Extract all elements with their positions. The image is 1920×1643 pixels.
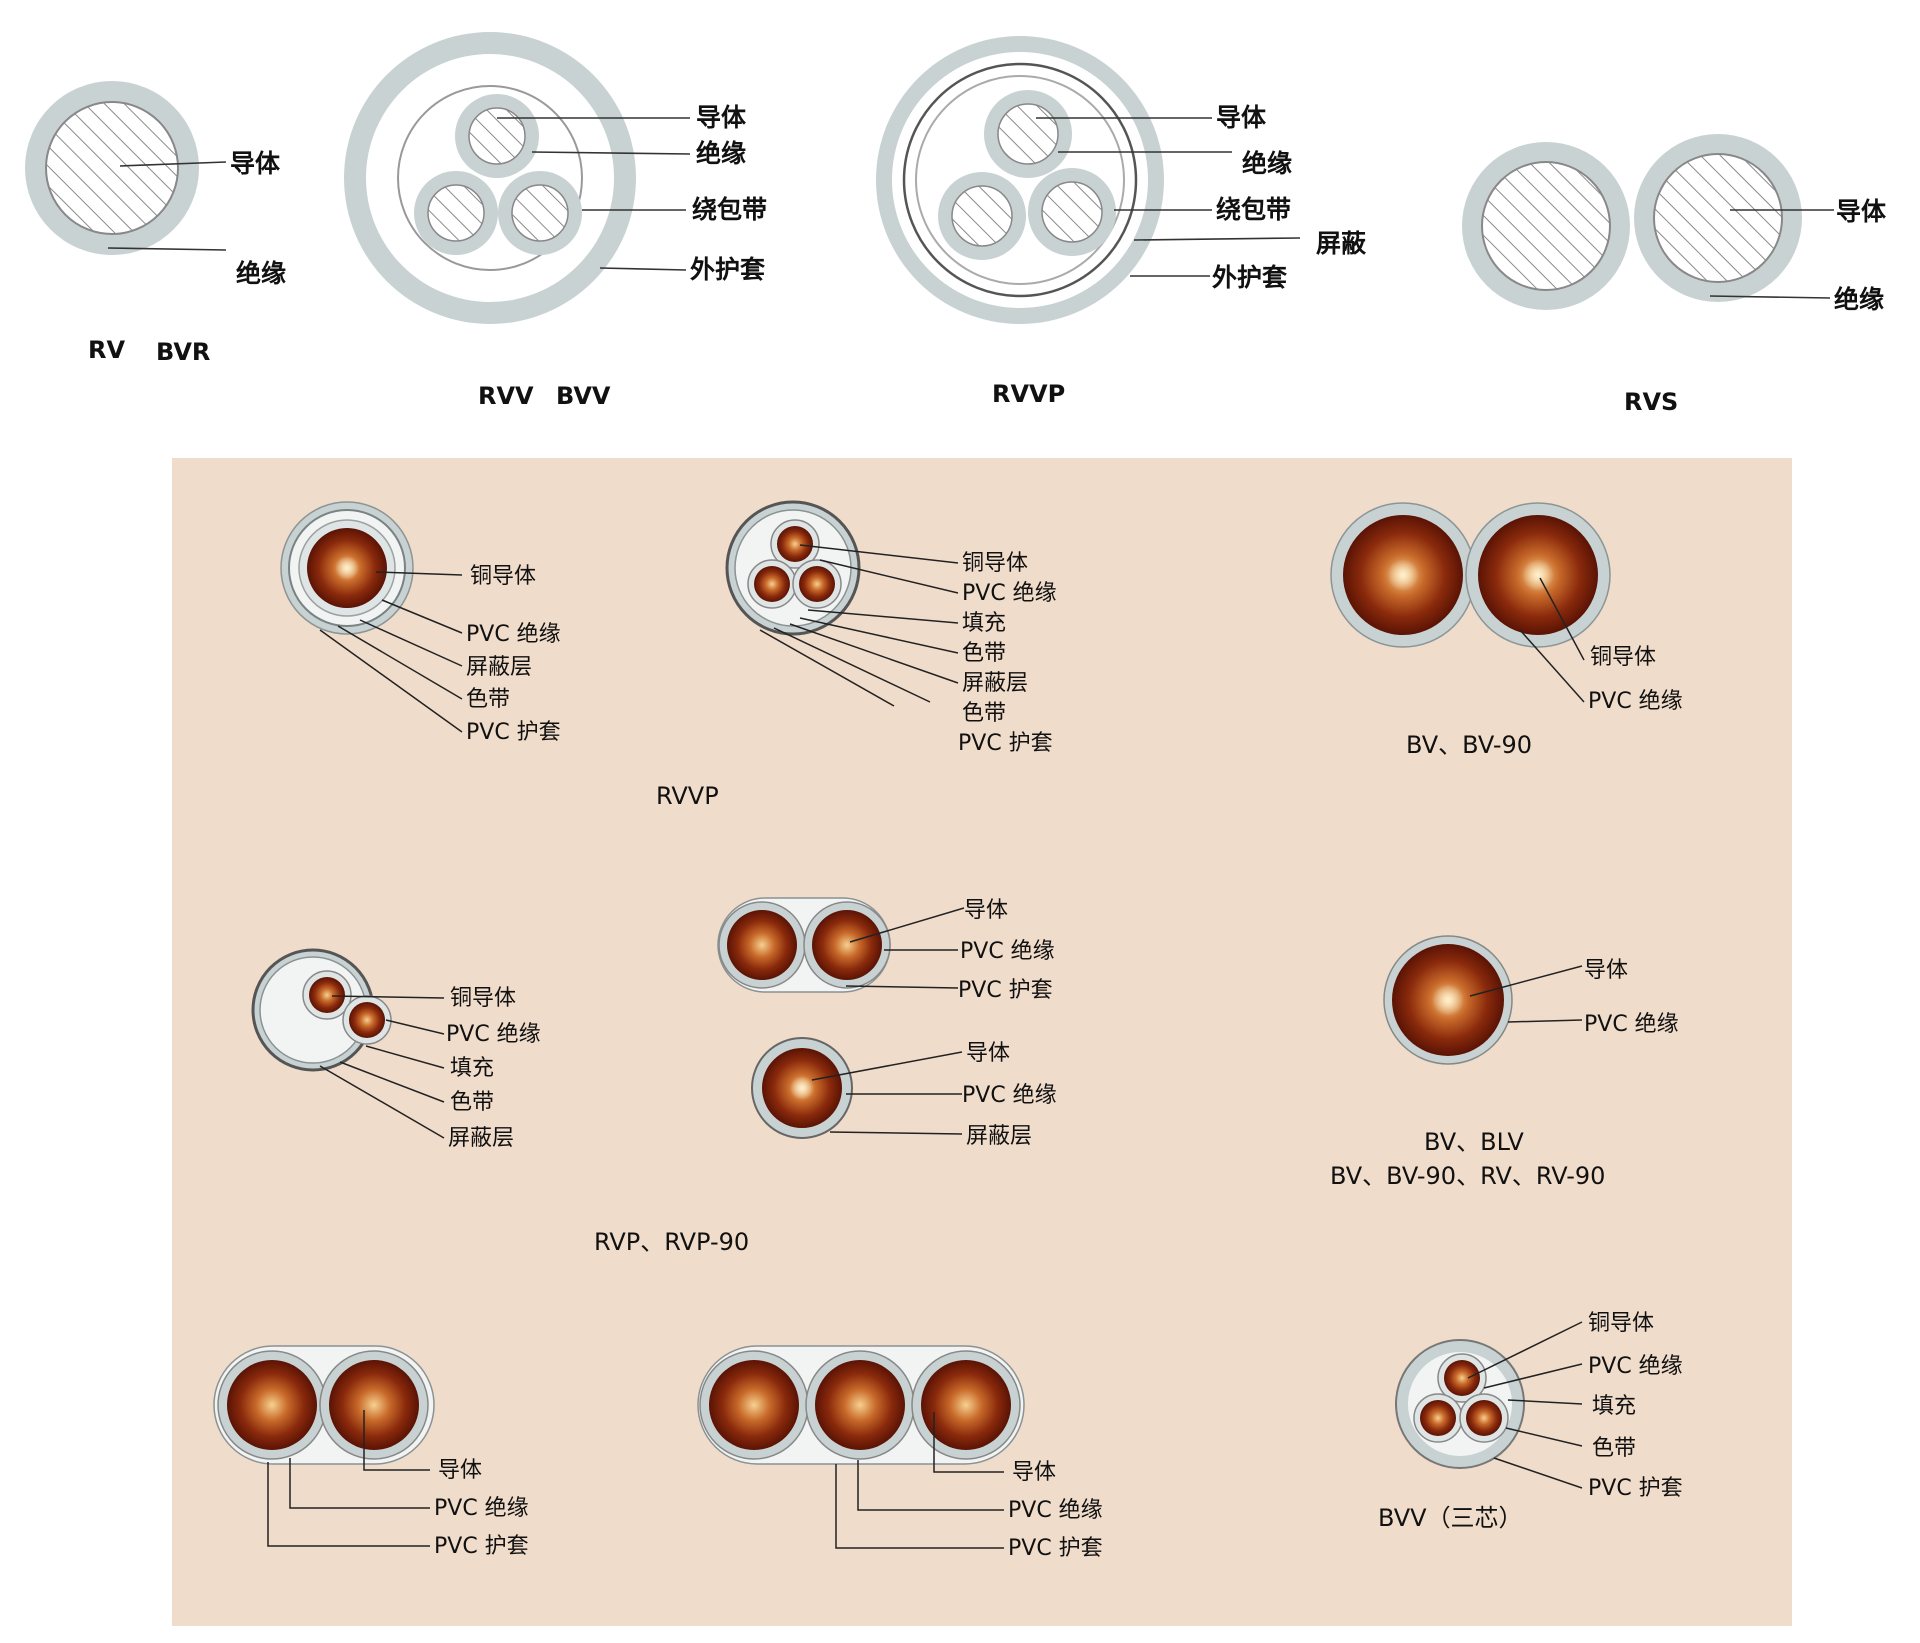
- label-outer-sheath: 外护套: [690, 255, 766, 284]
- rvp-flat-twin-drawing: 导体 PVC 绝缘 PVC 护套: [717, 897, 1055, 1003]
- label-filler: 填充: [1592, 1394, 1636, 1419]
- rvvp-cable-drawing: 导体 绝缘 绕包带 屏蔽 外护套 RVVP: [876, 36, 1367, 408]
- label-color-tape: 色带: [466, 687, 510, 712]
- rvp-two-core-drawing: 铜导体 PVC 绝缘 填充 色带 屏蔽层: [251, 948, 541, 1151]
- bvv-three-core-drawing: 铜导体 PVC 绝缘 填充 色带 PVC 护套 BVV（三芯）: [1378, 1311, 1683, 1532]
- rvvp-three-core-drawing: 铜导体 PVC 绝缘 填充 色带 屏蔽层 色带 PVC 护套: [725, 500, 1057, 756]
- label-pvc-insulation: PVC 绝缘: [1008, 1498, 1103, 1523]
- caption-rvp-rvp90: RVP、RVP-90: [594, 1228, 749, 1256]
- label-outer-sheath: 外护套: [1212, 263, 1288, 292]
- caption-rvvp: RVVP: [992, 380, 1065, 408]
- label-color-tape: 色带: [1592, 1436, 1636, 1461]
- label-pvc-insulation: PVC 绝缘: [962, 581, 1057, 606]
- label-copper-conductor: 铜导体: [1588, 1311, 1654, 1336]
- label-pvc-sheath: PVC 护套: [1588, 1476, 1683, 1501]
- label-conductor: 导体: [1836, 197, 1887, 226]
- label-insulation: 绝缘: [696, 139, 746, 168]
- caption-rvs: RVS: [1624, 388, 1678, 416]
- caption-rvvp: RVVP: [656, 782, 719, 810]
- rvs-cable-drawing: 导体 绝缘 RVS: [1462, 134, 1887, 416]
- caption-bvr: BVR: [156, 338, 210, 366]
- flat-triple-sheathed-drawing: 导体 PVC 绝缘 PVC 护套: [697, 1345, 1103, 1561]
- flat-twin-sheathed-drawing: 导体 PVC 绝缘 PVC 护套: [213, 1345, 529, 1559]
- caption-rvv: RVV: [478, 382, 534, 410]
- label-filler: 填充: [450, 1056, 494, 1081]
- label-copper-conductor: 铜导体: [1590, 645, 1656, 670]
- label-shield: 屏蔽: [1316, 229, 1367, 258]
- label-conductor: 导体: [230, 149, 281, 178]
- label-insulation: 绝缘: [236, 259, 286, 288]
- label-conductor: 导体: [1012, 1460, 1056, 1485]
- label-insulation: 绝缘: [1242, 149, 1292, 178]
- label-pvc-insulation: PVC 绝缘: [960, 939, 1055, 964]
- label-copper-conductor: 铜导体: [450, 986, 516, 1011]
- label-pvc-sheath: PVC 护套: [958, 731, 1053, 756]
- label-insulation: 绝缘: [1834, 285, 1884, 314]
- label-filler: 填充: [962, 611, 1006, 636]
- label-shield-layer: 屏蔽层: [466, 655, 532, 680]
- rvv-cable-drawing: 导体 绝缘 绕包带 外护套 RVV BVV: [344, 32, 767, 410]
- label-shield-layer: 屏蔽层: [962, 671, 1028, 696]
- label-copper-conductor: 铜导体: [962, 551, 1028, 576]
- caption-bvv: BVV: [556, 382, 611, 410]
- label-conductor: 导体: [1584, 958, 1628, 983]
- label-conductor: 导体: [696, 103, 747, 132]
- label-conductor: 导体: [1216, 103, 1267, 132]
- label-color-tape: 色带: [962, 701, 1006, 726]
- label-wrap-tape: 绕包带: [1216, 195, 1291, 224]
- label-pvc-sheath: PVC 护套: [1008, 1536, 1103, 1561]
- label-pvc-insulation: PVC 绝缘: [1588, 1354, 1683, 1379]
- caption-bv-bv90: BV、BV-90: [1406, 731, 1532, 759]
- label-pvc-insulation: PVC 绝缘: [446, 1022, 541, 1047]
- label-conductor: 导体: [966, 1041, 1010, 1066]
- label-pvc-insulation: PVC 绝缘: [466, 622, 561, 647]
- label-copper-conductor: 铜导体: [470, 564, 536, 589]
- rvvp-single-core-drawing: 铜导体 PVC 绝缘 屏蔽层 色带 PVC 护套: [280, 501, 561, 745]
- label-pvc-insulation: PVC 绝缘: [434, 1496, 529, 1521]
- caption-bv-rv-variants: BV、BV-90、RV、RV-90: [1330, 1162, 1605, 1190]
- label-pvc-insulation: PVC 绝缘: [1588, 689, 1683, 714]
- label-conductor: 导体: [438, 1458, 482, 1483]
- rv-cable-drawing: 导体 绝缘 RV BVR: [25, 81, 286, 366]
- label-pvc-sheath: PVC 护套: [958, 978, 1053, 1003]
- label-shield-layer: 屏蔽层: [448, 1126, 514, 1151]
- label-shield-layer: 屏蔽层: [966, 1124, 1032, 1149]
- label-color-tape: 色带: [450, 1090, 494, 1115]
- label-wrap-tape: 绕包带: [692, 195, 767, 224]
- label-color-tape: 色带: [962, 641, 1006, 666]
- caption-bvv-three-core: BVV（三芯）: [1378, 1504, 1523, 1532]
- bv-single-core-drawing: 导体 PVC 绝缘 BV、BLV BV、BV-90、RV、RV-90: [1330, 935, 1679, 1190]
- label-pvc-sheath: PVC 护套: [466, 720, 561, 745]
- bv-twin-drawing: 铜导体 PVC 绝缘 BV、BV-90: [1330, 502, 1683, 759]
- label-pvc-sheath: PVC 护套: [434, 1534, 529, 1559]
- caption-rv: RV: [88, 336, 125, 364]
- rvp-single-core-drawing: 导体 PVC 绝缘 屏蔽层: [751, 1037, 1057, 1149]
- label-conductor: 导体: [964, 898, 1008, 923]
- caption-bv-blv: BV、BLV: [1424, 1128, 1524, 1156]
- label-pvc-insulation: PVC 绝缘: [962, 1083, 1057, 1108]
- label-pvc-insulation: PVC 绝缘: [1584, 1012, 1679, 1037]
